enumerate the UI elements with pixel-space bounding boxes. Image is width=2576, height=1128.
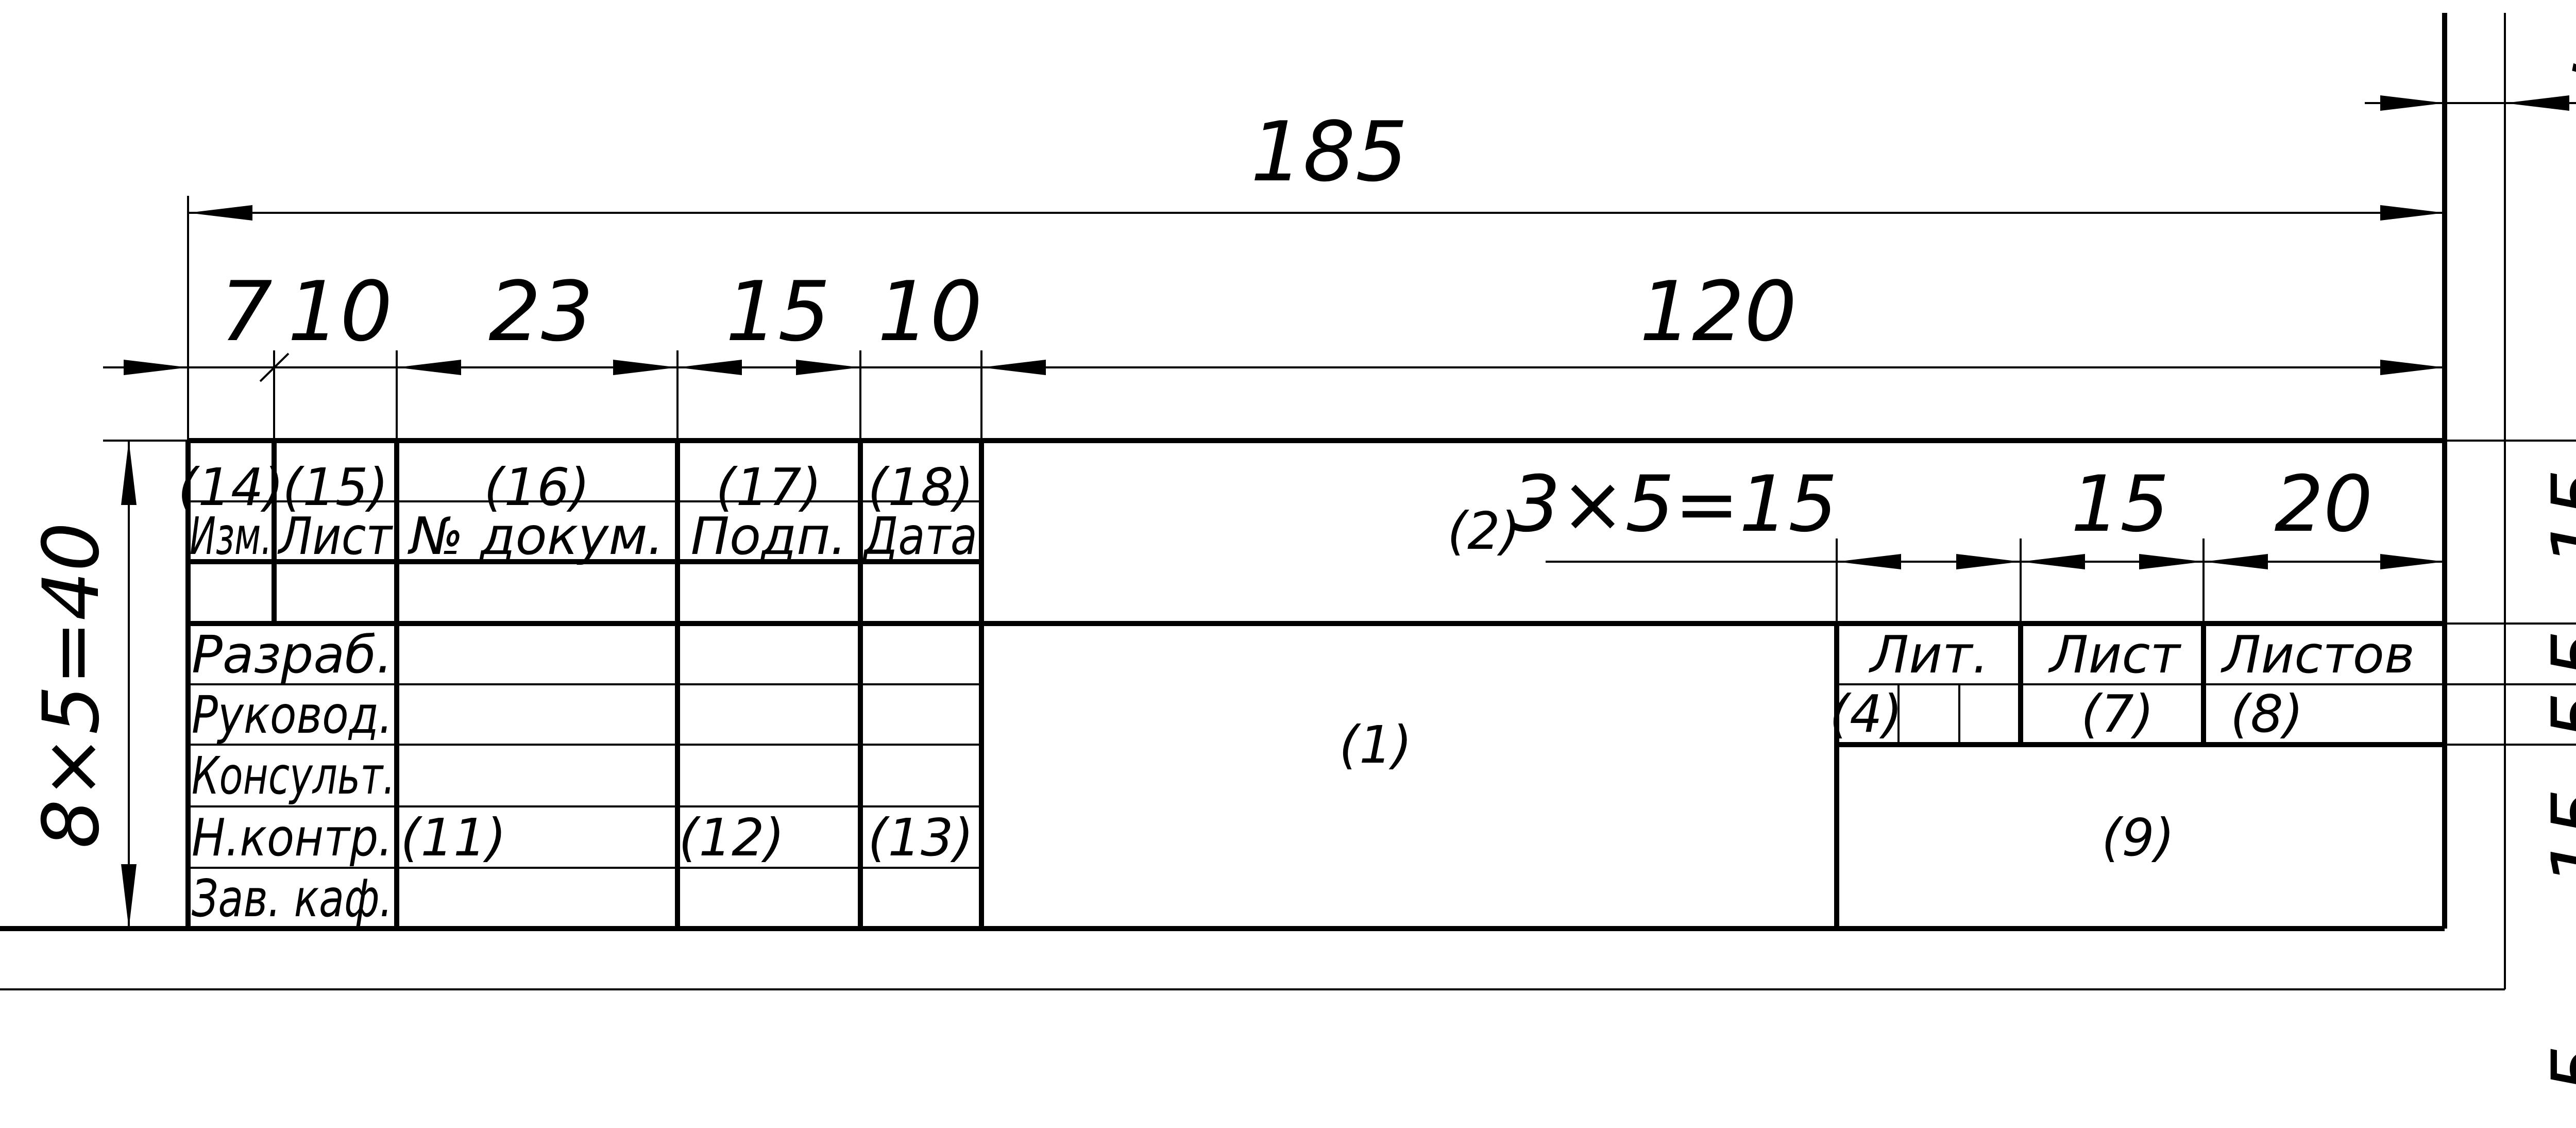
dim-text-5-bottom: 5 — [2536, 1045, 2576, 1093]
dim-text-5-b: 5 — [2536, 692, 2576, 740]
row-label-konsult: Консульт. — [192, 746, 395, 806]
dim-text-3x5: 3×5=15 — [1511, 460, 1837, 549]
field-15: (15) — [282, 457, 388, 517]
header-izm: Изм. — [190, 506, 272, 566]
arrow — [397, 360, 461, 375]
arrow — [188, 205, 252, 221]
header-labels: Изм. Лист № докум. Подп. Дата — [190, 506, 977, 566]
field-12: (12) — [679, 807, 784, 868]
header-docum: № докум. — [408, 506, 664, 566]
field-17: (17) — [716, 457, 821, 517]
dim-text-10b: 10 — [877, 263, 982, 360]
dim-text-40: 8×5=40 — [27, 522, 116, 848]
field-18: (18) — [868, 457, 973, 517]
dim-text-10: 10 — [287, 263, 393, 360]
dim-text-15: 15 — [725, 263, 831, 360]
field-9: (9) — [2102, 807, 2175, 868]
arrow — [124, 360, 188, 375]
field-2: (2) — [1447, 501, 1520, 561]
field-7: (7) — [2081, 684, 2154, 744]
field-14: (14) — [178, 457, 283, 517]
header-list: Лист — [277, 506, 393, 566]
dim-text-23: 23 — [488, 263, 594, 360]
field-1: (1) — [1339, 715, 1412, 775]
dim-text-15-bottom: 15 — [2536, 788, 2576, 887]
arrow — [2139, 554, 2204, 569]
stamp-listov-label: Листов — [2221, 625, 2415, 685]
arrow — [2380, 360, 2445, 375]
dim-text-5-top: 5 — [2570, 0, 2576, 92]
dimension-lines — [103, 95, 2576, 929]
arrow — [2505, 95, 2569, 111]
dim-text-185: 185 — [1250, 104, 1408, 200]
arrow — [2204, 554, 2268, 569]
arrow — [2380, 95, 2445, 111]
field-13: (13) — [868, 807, 973, 868]
field-4: (4) — [1829, 684, 1903, 744]
arrow — [677, 360, 742, 375]
row-label-zavkaf: Зав. каф. — [192, 868, 393, 929]
stamp-list-label: Лист — [2048, 625, 2181, 685]
arrow — [796, 360, 860, 375]
row-label-nkontr: Н.контр. — [192, 807, 393, 868]
dim-text-20: 20 — [2275, 460, 2373, 549]
dim-text-120: 120 — [1639, 263, 1797, 360]
stamp-lit-label: Лит. — [1869, 625, 1989, 685]
field-11: (11) — [400, 807, 506, 868]
dim-text-15-stamp: 15 — [2071, 460, 2170, 549]
arrow — [121, 441, 137, 505]
title-block-grid — [185, 438, 2445, 929]
dimension-texts: 185 7 10 23 15 10 120 5 3×5=15 15 20 8×5… — [27, 0, 2576, 1094]
header-podp: Подп. — [691, 506, 847, 566]
arrow — [1837, 554, 1901, 569]
header-data: Дата — [862, 506, 977, 566]
arrow — [613, 360, 677, 375]
arrow — [981, 360, 1046, 375]
stamp-labels: Лит. Лист Листов — [1869, 625, 2415, 685]
row-label-razrab: Разраб. — [192, 625, 393, 685]
row-label-rukovod: Руковод. — [192, 685, 393, 745]
dim-text-5-a: 5 — [2536, 630, 2576, 679]
arrow — [2380, 205, 2445, 221]
field-16: (16) — [484, 457, 589, 517]
frame-lines — [0, 13, 2506, 990]
dim-text-15-right: 15 — [2536, 469, 2576, 567]
field-8: (8) — [2230, 684, 2303, 744]
tick-mark — [259, 352, 290, 382]
arrow — [2021, 554, 2085, 569]
dim-text-7: 7 — [220, 263, 273, 360]
arrow — [2380, 554, 2445, 569]
row-labels: Разраб. Руковод. Консульт. Н.контр. Зав.… — [192, 625, 395, 929]
arrow — [1956, 554, 2021, 569]
arrow — [121, 864, 137, 929]
field-markers: (14) (15) (16) (17) (18) (2) (1) (4) (7)… — [178, 457, 2303, 868]
